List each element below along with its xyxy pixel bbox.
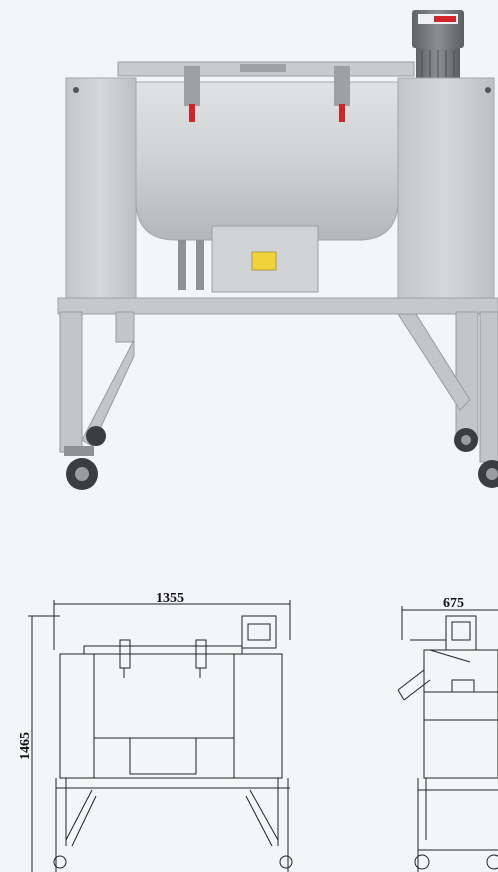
lid-clamp xyxy=(184,66,200,122)
caster-wheel xyxy=(86,426,106,446)
mixing-tank xyxy=(135,81,399,241)
lid-clamp xyxy=(334,66,350,122)
frame-legs xyxy=(59,311,498,463)
caster-wheel xyxy=(64,446,98,490)
width-dimension-label: 1355 xyxy=(156,591,184,606)
height-dimension-label: 1465 xyxy=(18,732,33,760)
depth-dimension-label: 675 xyxy=(443,596,464,611)
motor xyxy=(412,10,464,80)
left-panel xyxy=(65,77,137,315)
warning-label xyxy=(251,251,277,271)
machine-photo xyxy=(57,10,498,490)
caster-wheel xyxy=(454,428,478,452)
technical-drawings xyxy=(28,600,498,872)
right-panel xyxy=(397,77,495,315)
caster-wheel xyxy=(478,460,498,488)
